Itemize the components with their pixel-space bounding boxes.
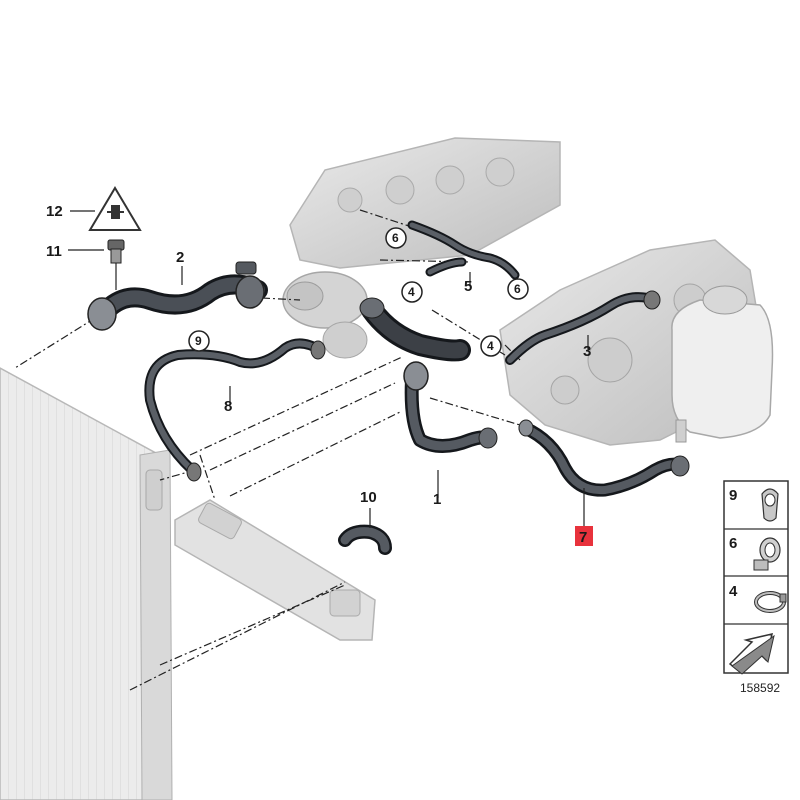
hose-5 (407, 220, 520, 280)
callout-stems (68, 210, 589, 528)
svg-text:6: 6 (729, 535, 737, 552)
svg-text:4: 4 (408, 285, 415, 299)
callout-10: 10 (360, 489, 377, 506)
highlight-box (575, 526, 593, 546)
legend-item-6: 6 (729, 535, 781, 571)
radiator (0, 367, 173, 800)
callout-6-upper: 6 (385, 227, 407, 249)
hose-2 (87, 261, 268, 331)
svg-text:5: 5 (464, 278, 472, 295)
callout-9: 9 (188, 330, 210, 352)
callout-1: 1 (433, 491, 441, 508)
svg-text:9: 9 (729, 487, 737, 504)
svg-text:6: 6 (392, 231, 399, 245)
svg-text:9: 9 (195, 334, 202, 348)
hose-10 (338, 524, 392, 555)
legend-item-9: 9 (729, 487, 779, 522)
callout-5: 5 (464, 278, 472, 295)
hose-clamp-with-bracket-icon (753, 537, 781, 571)
hose-8 (144, 338, 326, 482)
svg-text:1: 1 (433, 491, 441, 508)
svg-text:2: 2 (176, 249, 184, 266)
arrow-icon (728, 632, 775, 675)
water-pump (282, 271, 368, 359)
svg-text:7: 7 (579, 529, 587, 546)
temperature-sensor-11 (107, 239, 125, 290)
hose-clamp-icon (754, 591, 787, 613)
document-number: 158592 (740, 681, 780, 695)
expansion-tank (671, 285, 774, 443)
svg-text:4: 4 (487, 339, 494, 353)
callout-4-upper: 4 (401, 281, 423, 303)
hose-1 (359, 297, 498, 453)
clip-icon (761, 488, 779, 522)
svg-text:6: 6 (514, 282, 521, 296)
callout-7-highlighted: 7 (575, 526, 593, 546)
callout-11: 11 (46, 243, 62, 260)
svg-text:8: 8 (224, 398, 232, 415)
callout-12: 12 (46, 203, 63, 220)
callout-8: 8 (224, 398, 232, 415)
legend-item-4: 4 (729, 583, 787, 613)
hose-3 (505, 290, 661, 365)
sensor-warning-triangle-12 (88, 186, 142, 231)
svg-text:10: 10 (360, 489, 377, 506)
callout-3: 3 (583, 343, 591, 360)
svg-text:11: 11 (46, 243, 62, 260)
callout-4-lower: 4 (480, 335, 502, 357)
svg-text:3: 3 (583, 343, 591, 360)
legend-panel: 9 6 4 (723, 480, 789, 675)
callout-2: 2 (176, 249, 184, 266)
svg-text:12: 12 (46, 203, 63, 220)
callout-6-lower: 6 (507, 278, 529, 300)
hose-7 (518, 419, 690, 497)
cylinder-head (289, 137, 561, 269)
svg-text:4: 4 (729, 583, 738, 600)
auxiliary-cooler (174, 499, 376, 641)
